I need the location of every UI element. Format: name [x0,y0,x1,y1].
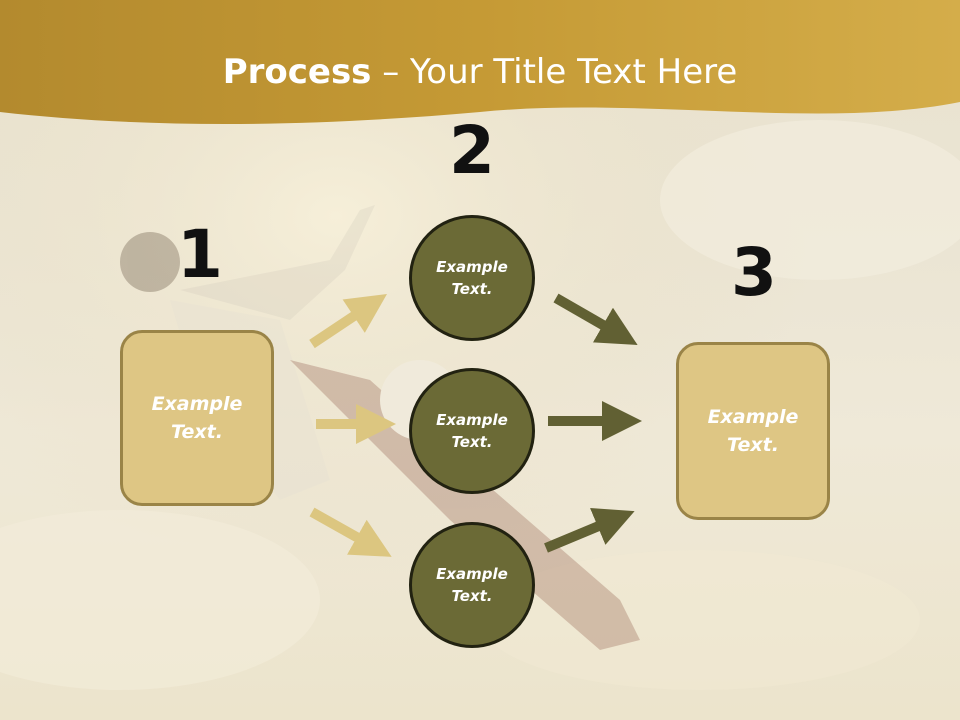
circle-middle-text: Example Text. [436,410,508,452]
circle-middle: Example Text. [409,368,535,494]
step-number-1: 1 [177,216,223,293]
circle-bottom: Example Text. [409,522,535,648]
circle-top-text: Example Text. [436,257,508,299]
cloud [480,550,920,690]
slide-title: Process – Your Title Text Here [0,52,960,92]
step-number-3: 3 [731,234,777,311]
step-number-2: 2 [449,112,495,189]
right-box-text: Example Text. [707,405,799,457]
right-box: Example Text. [676,342,830,520]
cloud [0,510,320,690]
left-box: Example Text. [120,330,274,506]
title-bold: Process [222,52,372,92]
title-rest: – Your Title Text Here [371,52,738,92]
cloud [660,120,960,280]
circle-top: Example Text. [409,215,535,341]
left-box-text: Example Text. [151,392,243,444]
circle-bottom-text: Example Text. [436,564,508,606]
header-band [0,0,960,124]
